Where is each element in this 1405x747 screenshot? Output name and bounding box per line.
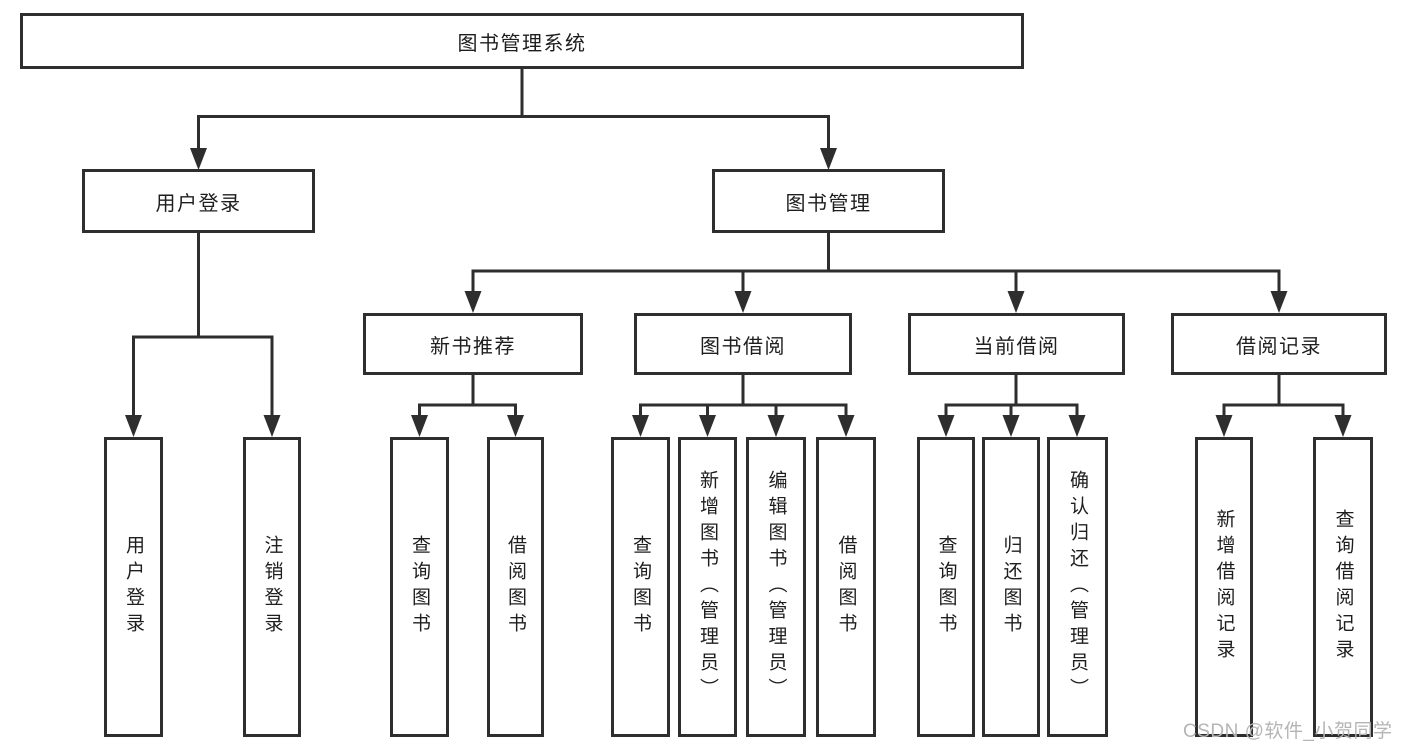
node-book-management: 图书管理 (712, 169, 945, 233)
node-book-borrow: 图书借阅 (634, 313, 852, 375)
leaf-query-books-current-label: 查询图书 (935, 535, 957, 639)
leaf-logout: 注销登录 (243, 437, 301, 737)
leaf-query-borrow-record: 查询借阅记录 (1313, 437, 1373, 737)
node-user-login-label: 用户登录 (155, 192, 242, 215)
node-root-label: 图书管理系统 (457, 32, 587, 55)
leaf-query-books-recommend-label: 查询图书 (409, 535, 430, 639)
leaf-add-book-admin: 新增图书（管理员） (678, 437, 737, 737)
node-book-management-label: 图书管理 (785, 192, 872, 215)
leaf-query-books-borrow: 查询图书 (611, 437, 670, 737)
node-borrow-records-label: 借阅记录 (1236, 335, 1322, 358)
node-current-borrow: 当前借阅 (908, 313, 1125, 375)
watermark-text: CSDN @软件_小贺同学 (1183, 721, 1393, 742)
node-book-borrow-label: 图书借阅 (700, 335, 786, 358)
leaf-edit-book-admin-label: 编辑图书（管理员） (765, 470, 787, 704)
connector-new-book-to-leaves (411, 375, 524, 437)
connector-user-login-to-leaves (125, 233, 281, 437)
leaf-confirm-return-admin-label: 确认归还（管理员） (1067, 470, 1088, 704)
node-root: 图书管理系统 (20, 13, 1024, 69)
leaf-user-login-label: 用户登录 (123, 535, 144, 639)
node-borrow-records: 借阅记录 (1171, 313, 1387, 375)
leaf-borrow-books-recommend: 借阅图书 (487, 437, 544, 737)
leaf-add-borrow-record-label: 新增借阅记录 (1213, 509, 1235, 665)
leaf-borrow-books-recommend-label: 借阅图书 (505, 535, 526, 639)
leaf-edit-book-admin: 编辑图书（管理员） (746, 437, 806, 737)
connector-book-borrow-to-leaves (632, 375, 855, 437)
leaf-borrow-books-borrow: 借阅图书 (816, 437, 876, 737)
leaf-logout-label: 注销登录 (261, 535, 283, 639)
leaf-query-books-recommend: 查询图书 (390, 437, 449, 737)
node-current-borrow-label: 当前借阅 (973, 335, 1060, 358)
leaf-confirm-return-admin: 确认归还（管理员） (1047, 437, 1108, 737)
connector-borrow-records-to-leaves (1215, 375, 1352, 437)
leaf-add-book-admin-label: 新增图书（管理员） (697, 470, 718, 704)
connector-current-borrow-to-leaves (937, 375, 1086, 437)
node-new-book-recommend-label: 新书推荐 (430, 335, 516, 358)
leaf-query-books-borrow-label: 查询图书 (630, 535, 651, 639)
leaf-add-borrow-record: 新增借阅记录 (1195, 437, 1253, 737)
leaf-user-login: 用户登录 (104, 437, 163, 737)
leaf-return-book-label: 归还图书 (1000, 535, 1022, 639)
leaf-borrow-books-borrow-label: 借阅图书 (835, 535, 857, 639)
leaf-query-books-current: 查询图书 (917, 437, 975, 737)
connector-book-management-to-level3 (464, 233, 1288, 313)
leaf-query-borrow-record-label: 查询借阅记录 (1332, 509, 1354, 665)
leaf-return-book: 归还图书 (982, 437, 1040, 737)
node-user-login: 用户登录 (82, 169, 315, 233)
connector-root-to-level2 (190, 69, 837, 170)
node-new-book-recommend: 新书推荐 (363, 313, 583, 375)
